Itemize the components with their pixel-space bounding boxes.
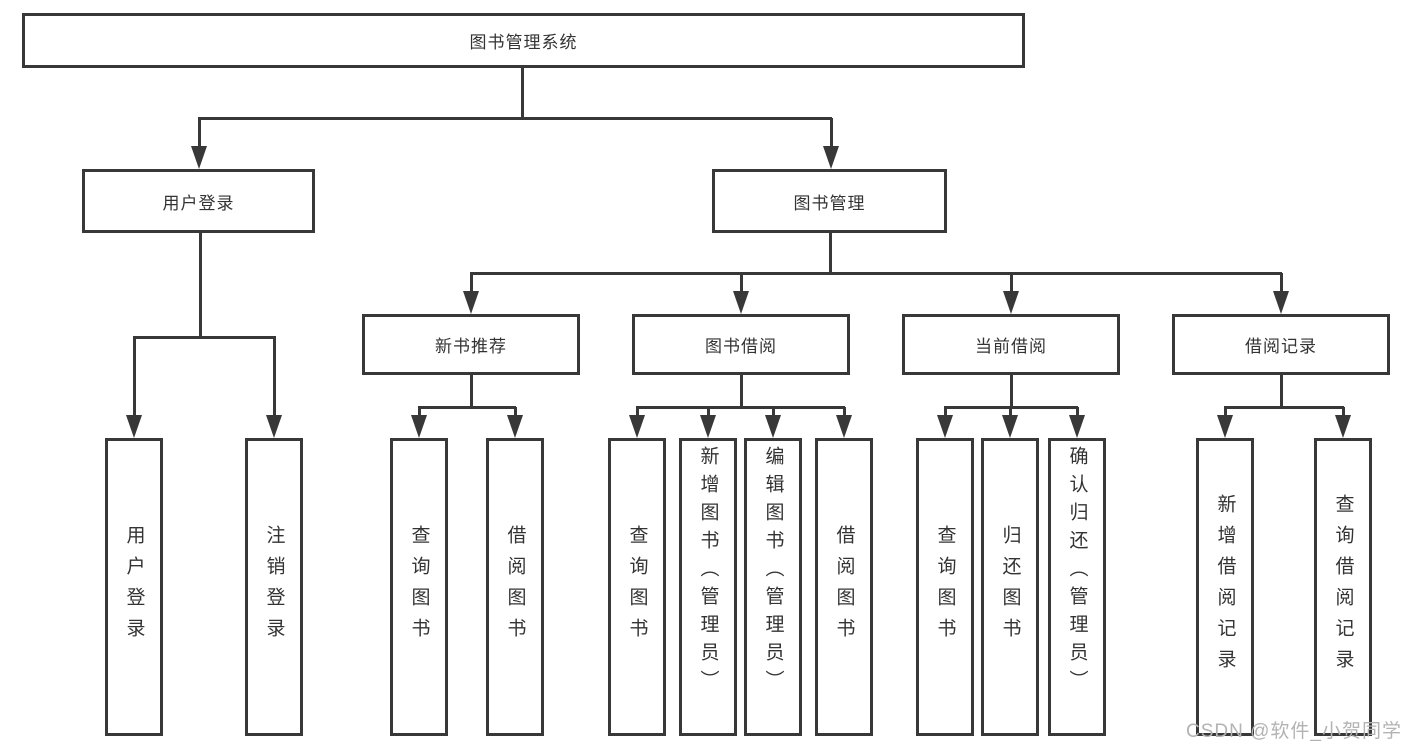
node-label: 图书借阅: [705, 337, 777, 356]
arrow-down-icon: [823, 146, 839, 169]
connector-line: [470, 273, 473, 294]
leaf-label: 查询图书: [934, 525, 956, 649]
arrow-down-icon: [765, 415, 781, 438]
node-user-login: 用户登录: [82, 169, 315, 233]
arrow-down-icon: [1003, 291, 1019, 314]
node-label: 借阅记录: [1245, 337, 1317, 356]
connector-line: [1010, 375, 1013, 407]
connector-line: [707, 407, 710, 418]
arrow-down-icon: [1217, 415, 1233, 438]
node-label: 图书管理: [793, 193, 866, 213]
leaf-add-books-admin: 新增图书（管理员）: [679, 438, 737, 736]
node-label: 用户登录: [162, 193, 235, 213]
leaf-borrow-books-recommend: 借阅图书: [486, 438, 544, 736]
leaf-add-borrow-record: 新增借阅记录: [1196, 438, 1254, 736]
node-root-library-system: 图书管理系统: [22, 13, 1025, 68]
connector-line: [1224, 407, 1227, 418]
leaf-label: 编辑图书（管理员）: [762, 446, 784, 698]
leaf-label: 新增图书（管理员）: [697, 446, 719, 698]
csdn-watermark: CSDN @软件_小贺同学: [1186, 721, 1402, 742]
arrow-down-icon: [1273, 291, 1289, 314]
leaf-label: 查询图书: [626, 525, 648, 649]
connector-line: [843, 407, 846, 418]
connector-line: [133, 336, 276, 339]
connector-line: [514, 407, 517, 418]
arrow-down-icon: [126, 415, 142, 438]
leaf-query-books-recommend: 查询图书: [390, 438, 448, 736]
leaf-logout: 注销登录: [245, 438, 303, 736]
arrow-down-icon: [836, 415, 852, 438]
arrow-down-icon: [191, 146, 207, 169]
leaf-label: 用户登录: [123, 525, 145, 649]
connector-line: [470, 375, 473, 407]
connector-line: [636, 407, 639, 418]
leaf-label: 借阅图书: [504, 525, 526, 649]
leaf-query-books-borrow: 查询图书: [608, 438, 666, 736]
arrow-down-icon: [463, 291, 479, 314]
node-book-borrowing: 图书借阅: [632, 314, 850, 375]
connector-line: [198, 118, 201, 150]
arrow-down-icon: [937, 415, 953, 438]
leaf-label: 新增借阅记录: [1214, 494, 1236, 680]
connector-line: [198, 117, 832, 120]
leaf-label: 查询借阅记录: [1332, 494, 1354, 680]
connector-line: [199, 233, 202, 337]
leaf-label: 确认归还（管理员）: [1066, 446, 1088, 698]
connector-line: [273, 337, 276, 418]
connector-line: [521, 68, 524, 118]
connector-line: [418, 406, 516, 409]
connector-line: [1224, 406, 1344, 409]
connector-line: [944, 407, 947, 418]
arrow-down-icon: [507, 415, 523, 438]
node-book-management: 图书管理: [712, 169, 947, 233]
arrow-down-icon: [733, 291, 749, 314]
leaf-borrow-books: 借阅图书: [815, 438, 873, 736]
connector-line: [830, 118, 833, 150]
connector-line: [740, 375, 743, 407]
leaf-edit-books-admin: 编辑图书（管理员）: [744, 438, 802, 736]
leaf-label: 归还图书: [999, 525, 1021, 649]
leaf-label: 查询图书: [408, 525, 430, 649]
connector-line: [1009, 407, 1012, 418]
connector-line: [418, 407, 421, 418]
arrow-down-icon: [700, 415, 716, 438]
arrow-down-icon: [266, 415, 282, 438]
connector-line: [1076, 407, 1079, 418]
leaf-label: 注销登录: [263, 525, 285, 649]
leaf-query-books-current: 查询图书: [916, 438, 974, 736]
connector-line: [1280, 375, 1283, 407]
leaf-return-books: 归还图书: [981, 438, 1039, 736]
leaf-label: 借阅图书: [833, 525, 855, 649]
node-label: 当前借阅: [975, 337, 1047, 356]
connector-line: [1280, 273, 1283, 294]
node-current-borrowing: 当前借阅: [902, 314, 1120, 375]
node-label: 新书推荐: [435, 337, 507, 356]
connector-line: [1010, 273, 1013, 294]
connector-line: [829, 233, 832, 273]
connector-line: [740, 273, 743, 294]
node-new-book-recommend: 新书推荐: [362, 314, 580, 375]
arrow-down-icon: [1335, 415, 1351, 438]
leaf-confirm-return-admin: 确认归还（管理员）: [1048, 438, 1106, 736]
connector-line: [772, 407, 775, 418]
node-label: 图书管理系统: [469, 33, 578, 52]
arrow-down-icon: [1069, 415, 1085, 438]
node-borrowing-records: 借阅记录: [1172, 314, 1390, 375]
connector-line: [470, 272, 1282, 275]
leaf-query-borrow-record: 查询借阅记录: [1314, 438, 1372, 736]
connector-line: [1342, 407, 1345, 418]
connector-line: [636, 406, 845, 409]
arrow-down-icon: [1002, 415, 1018, 438]
arrow-down-icon: [629, 415, 645, 438]
arrow-down-icon: [411, 415, 427, 438]
connector-line: [133, 337, 136, 418]
leaf-user-login: 用户登录: [105, 438, 163, 736]
